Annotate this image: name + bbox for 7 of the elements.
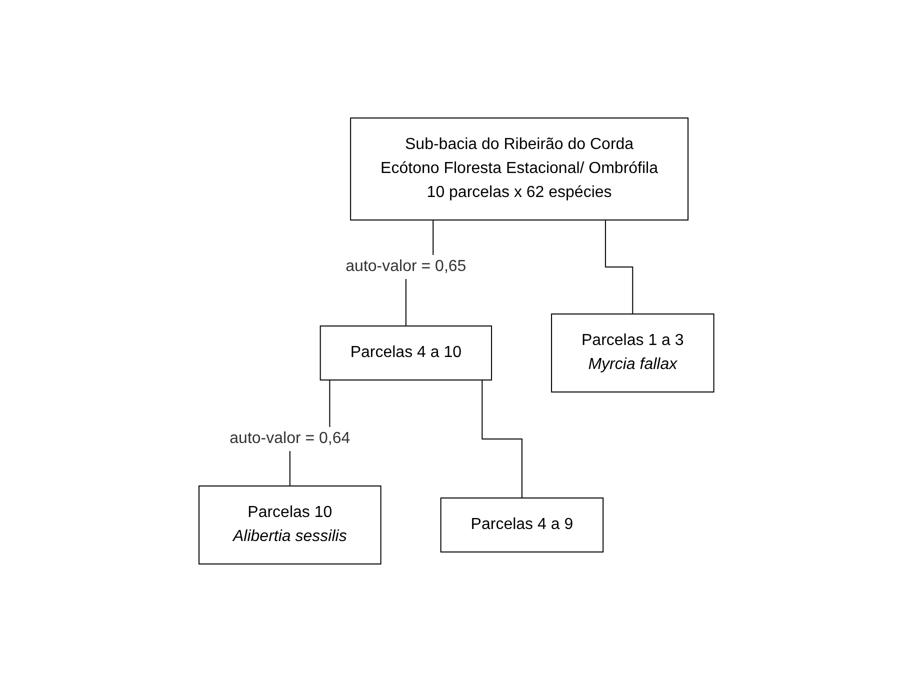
edge-label: auto-valor = 0,64 bbox=[229, 429, 350, 446]
node-box: Sub-bacia do Ribeirão do Corda Ecótono Floresta Estacional/ Ombrófila 10 parcelas x 62 espécies bbox=[350, 117, 688, 220]
node-box: Parcelas 4 a 9 bbox=[440, 496, 604, 552]
edge-label: auto-valor = 0,65 bbox=[345, 257, 466, 274]
node-box: Parcelas 10 Alibertia sessilis bbox=[198, 484, 381, 564]
node-box: Parcelas 1 a 3 Myrcia fallax bbox=[550, 313, 714, 392]
node-box: Parcelas 4 a 10 bbox=[319, 325, 492, 380]
